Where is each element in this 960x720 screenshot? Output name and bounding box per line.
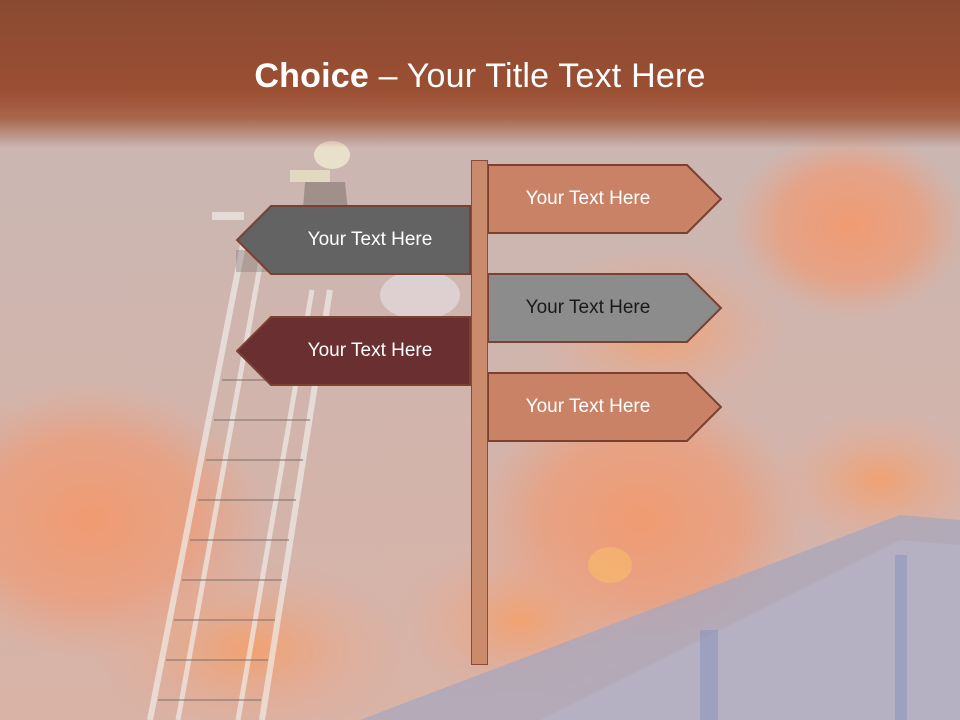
- title-rest: – Your Title Text Here: [368, 57, 706, 95]
- sign-right-top-arrow-icon: [488, 164, 722, 234]
- sign-left-bottom-arrow-icon: [236, 316, 471, 386]
- sign-left-top-arrow-icon: [236, 205, 471, 275]
- sign-right-middle[interactable]: Your Text Here: [488, 273, 722, 343]
- sign-left-bottom[interactable]: Your Text Here: [236, 316, 471, 386]
- sign-left-top-label: Your Text Here: [307, 229, 433, 250]
- sign-right-bottom[interactable]: Your Text Here: [488, 372, 722, 442]
- sign-right-middle-arrow-icon: [488, 273, 722, 343]
- slide-title: Choice – Your Title Text Here: [0, 56, 960, 96]
- sign-left-top[interactable]: Your Text Here: [236, 205, 471, 275]
- sign-right-bottom-label: Your Text Here: [525, 396, 651, 417]
- signpost-pole: [471, 160, 488, 665]
- sign-right-bottom-arrow-icon: [488, 372, 722, 442]
- sign-right-middle-label: Your Text Here: [525, 297, 651, 318]
- sign-right-top[interactable]: Your Text Here: [488, 164, 722, 234]
- sign-right-top-label: Your Text Here: [525, 188, 651, 209]
- sign-left-bottom-label: Your Text Here: [307, 340, 433, 361]
- title-strong: Choice: [254, 57, 369, 95]
- title-band: [0, 0, 960, 148]
